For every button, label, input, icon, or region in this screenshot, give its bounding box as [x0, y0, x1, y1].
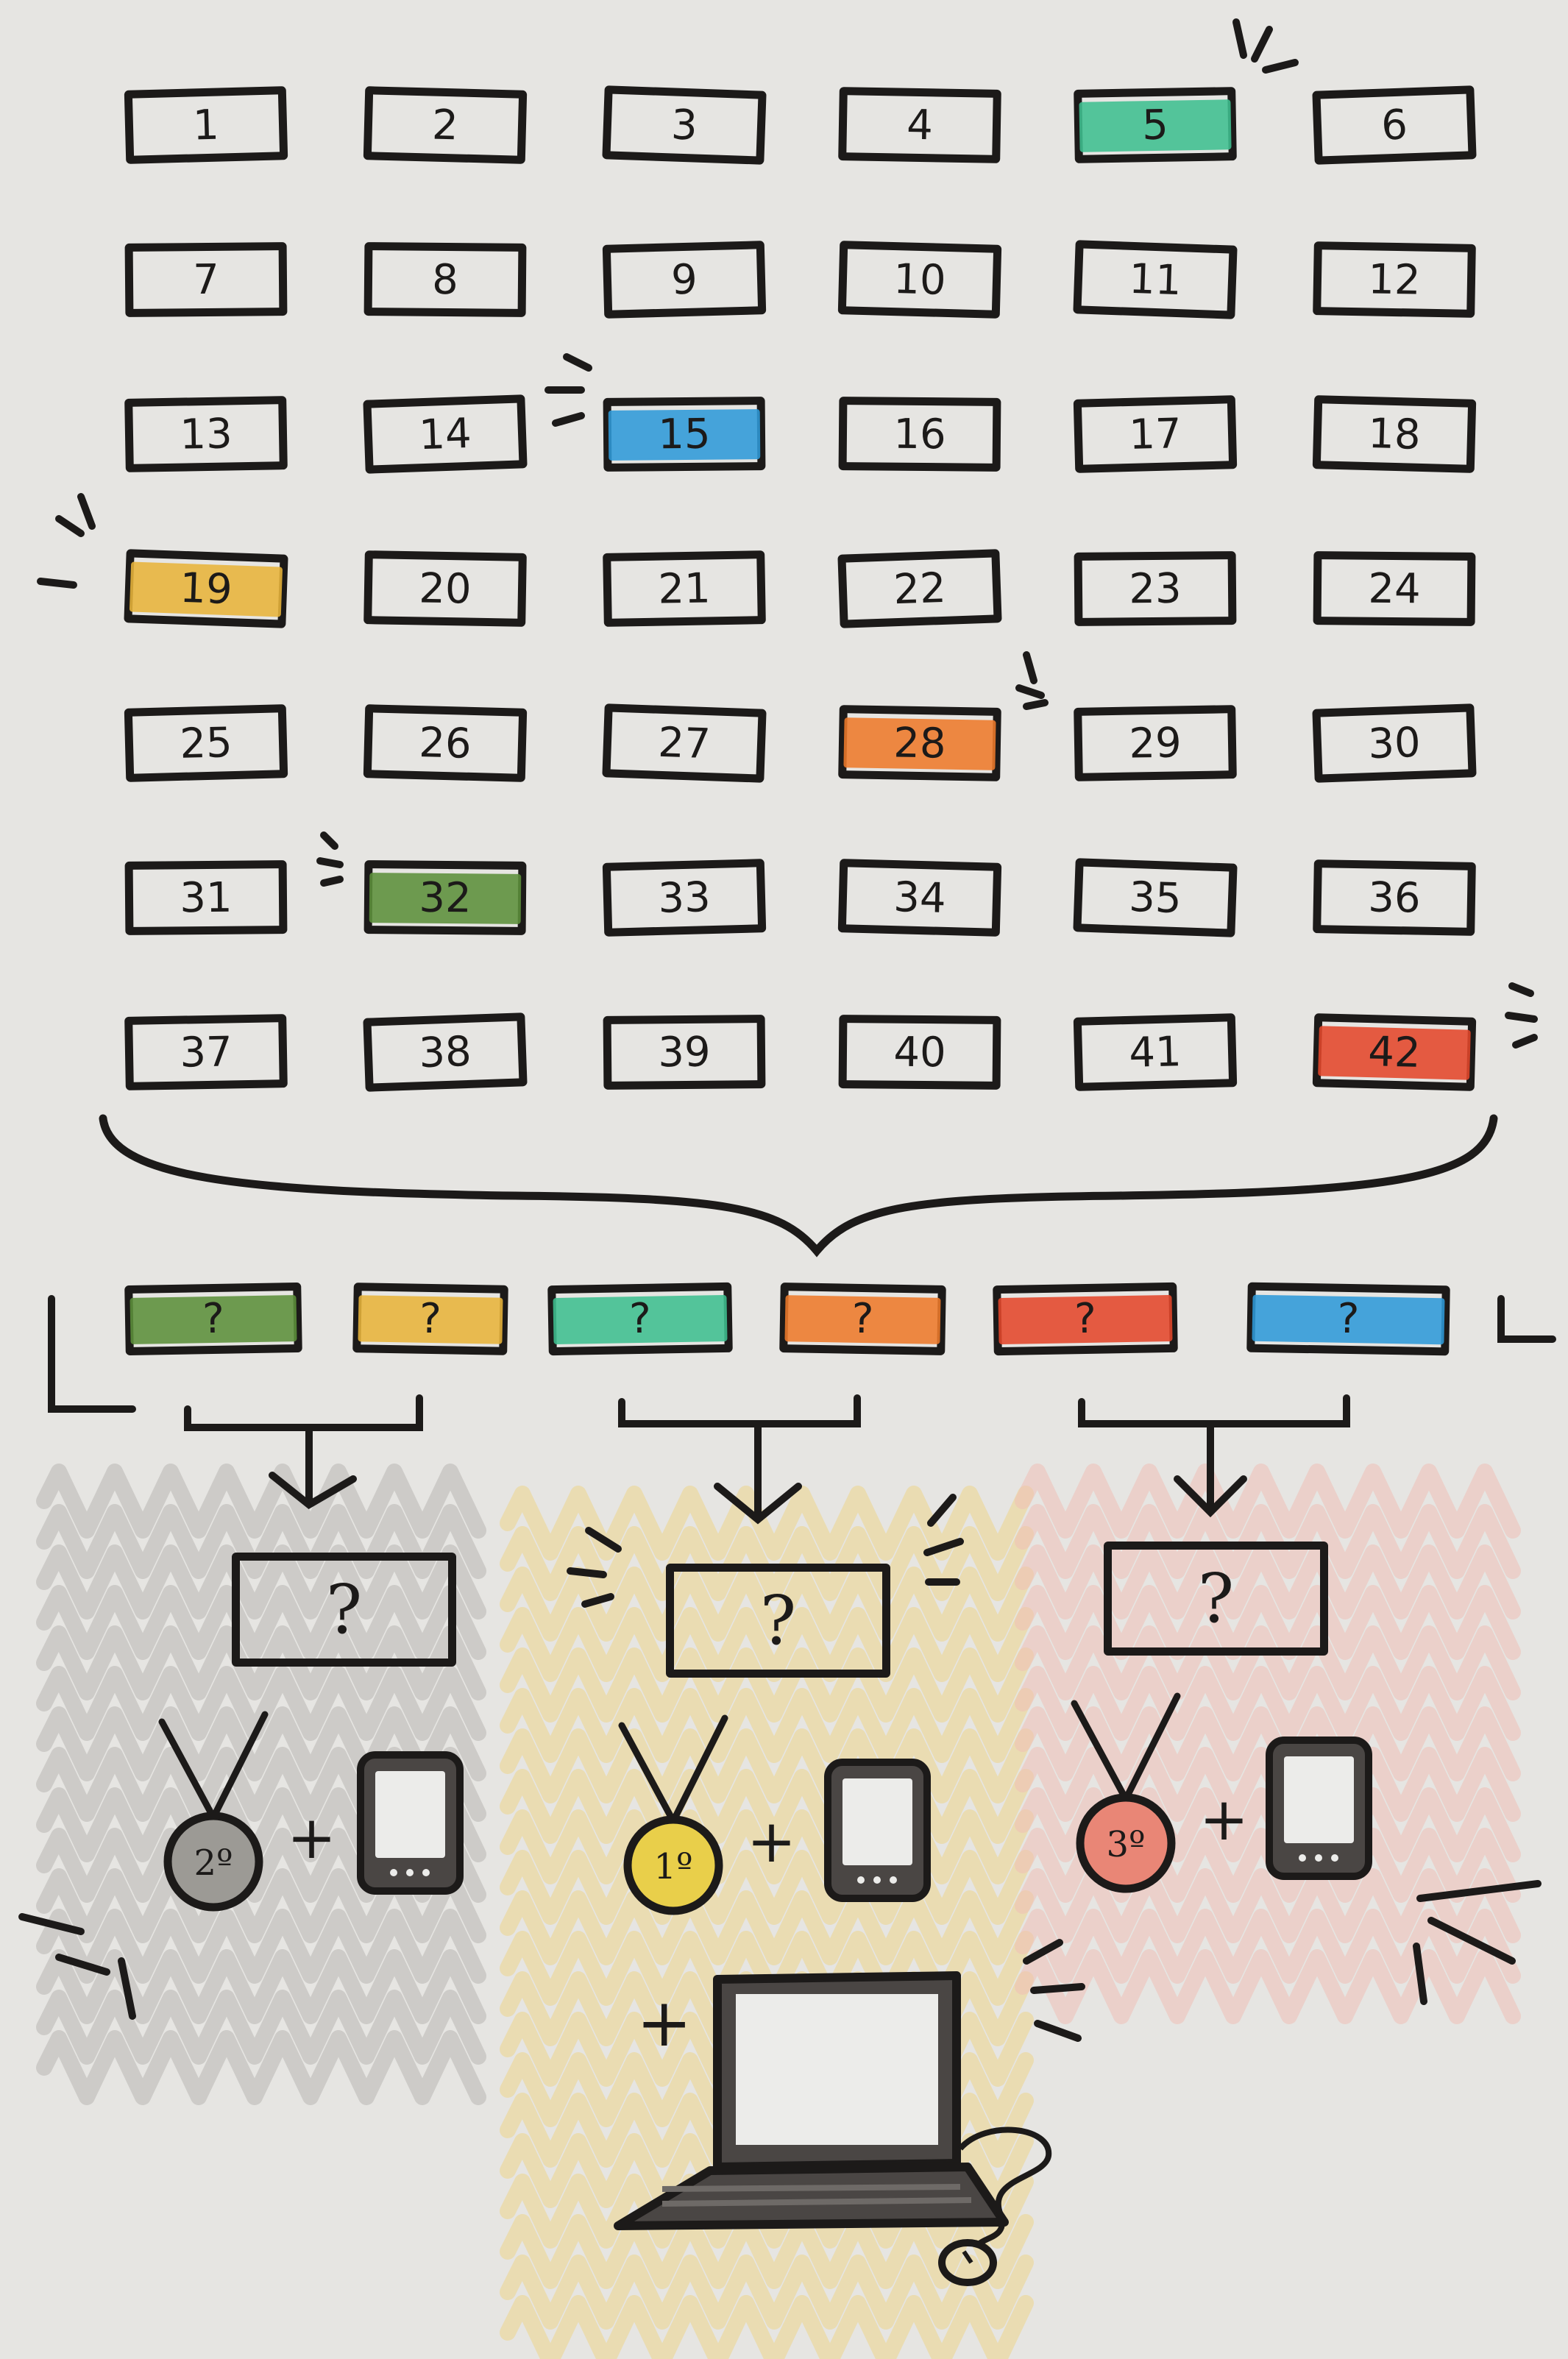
medal-rank: 3º [1106, 1824, 1145, 1865]
medal-rank: 2º [194, 1842, 233, 1884]
prize-third-place: 3º + [1074, 1696, 1369, 1889]
laptop-plus: + [636, 1984, 692, 2062]
tablet-icon [1269, 1740, 1369, 1876]
plus-sign: + [1199, 1785, 1249, 1854]
plus-sign: + [287, 1803, 336, 1872]
tablet-icon [828, 1762, 927, 1898]
medal-ribbon [622, 1718, 725, 1821]
prize-second-place: 2º + [162, 1714, 460, 1907]
plus-sign: + [747, 1807, 796, 1876]
prize-first-place: 1º + [622, 1718, 927, 1911]
tablet-icon [361, 1755, 460, 1891]
medal-rank: 1º [653, 1846, 692, 1887]
medal-ribbon [1074, 1696, 1177, 1799]
medal-ribbon [162, 1714, 265, 1817]
